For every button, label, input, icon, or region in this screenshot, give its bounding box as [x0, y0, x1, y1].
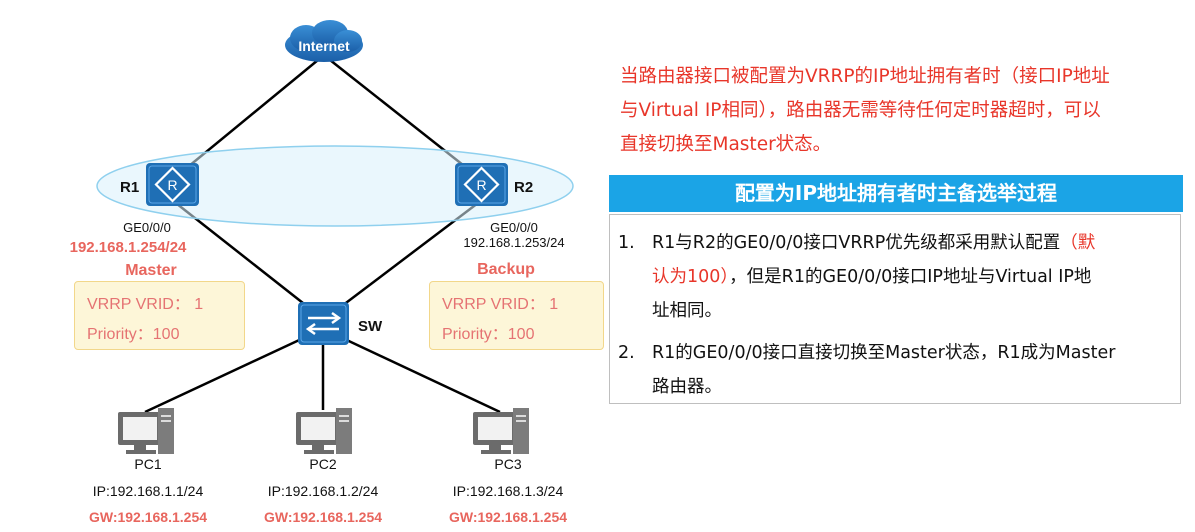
vrrp-vrid-right: VRRP VRID： 1 — [442, 296, 559, 313]
step-1-number: 1. — [618, 233, 635, 253]
pc2-icon — [296, 408, 352, 454]
switch-label: SW — [358, 318, 383, 335]
r1-name: R1 — [120, 179, 139, 196]
r2-name: R2 — [514, 179, 533, 196]
pc1-ip: IP:192.168.1.1/24 — [93, 483, 204, 499]
step-1-line-1-highlight: （默 — [1060, 233, 1096, 253]
vrrp-priority-left: Priority：100 — [87, 326, 180, 343]
step-2-number: 2. — [618, 343, 635, 363]
vrrp-group-ellipse — [96, 145, 574, 227]
vrrp-info-box-left: VRRP VRID： 1 Priority：100 — [74, 281, 245, 350]
step-2: 2. R1的GE0/0/0接口直接切换至Master状态，R1成为Master … — [618, 336, 1115, 404]
panel-title: 配置为IP地址拥有者时主备选举过程 — [609, 175, 1183, 212]
r1-ip: 192.168.1.254/24 — [70, 239, 187, 256]
link-r1-sw — [171, 199, 323, 319]
pc3-icon — [473, 408, 529, 454]
network-topology: Internet R R — [70, 20, 574, 525]
pc3-gw: GW:192.168.1.254 — [449, 509, 567, 525]
panel-box — [609, 214, 1181, 404]
r2-ip: 192.168.1.253/24 — [463, 235, 564, 250]
r1-port: GE0/0/0 — [123, 220, 171, 235]
step-1-line-2-highlight: 认为100） — [652, 267, 730, 287]
step-1-line-2-text: ，但是R1的GE0/0/0接口IP地址与Virtual IP地 — [729, 267, 1092, 287]
pc1-icon — [118, 408, 174, 454]
vrrp-info-box-right: VRRP VRID： 1 Priority：100 — [429, 281, 604, 350]
pc1-gw: GW:192.168.1.254 — [89, 509, 207, 525]
vrrp-priority-right: Priority：100 — [442, 326, 535, 343]
pc2-gw: GW:192.168.1.254 — [264, 509, 382, 525]
r2-port: GE0/0/0 — [490, 220, 538, 235]
vrrp-vrid-left: VRRP VRID： 1 — [87, 296, 204, 313]
svg-text:R: R — [167, 177, 177, 193]
pc2-ip: IP:192.168.1.2/24 — [268, 483, 379, 499]
step-2-line-2: 路由器。 — [652, 377, 722, 397]
step-2-line-1: R1的GE0/0/0接口直接切换至Master状态，R1成为Master — [652, 343, 1116, 363]
step-1: 1. R1与R2的GE0/0/0接口VRRP优先级都采用默认配置（默 认为100… — [618, 226, 1095, 328]
step-1-line-2: 认为100），但是R1的GE0/0/0接口IP地址与Virtual IP地 — [618, 260, 1095, 294]
r2-role: Backup — [477, 261, 535, 278]
link-sw-pc1 — [144, 333, 311, 414]
step-1-line-1: R1与R2的GE0/0/0接口VRRP优先级都采用默认配置（默 — [618, 226, 1095, 260]
intro-line-2: 与Virtual IP相同），路由器无需等待任何定时器超时，可以 — [620, 100, 1101, 121]
pc1-name: PC1 — [134, 456, 161, 472]
svg-text:R: R — [476, 177, 486, 193]
step-1-line-1-text: R1与R2的GE0/0/0接口VRRP优先级都采用默认配置 — [652, 233, 1061, 253]
switch-icon — [298, 302, 349, 345]
r1-role: Master — [125, 262, 177, 279]
pc3-ip: IP:192.168.1.3/24 — [453, 483, 564, 499]
internet-cloud-icon: Internet — [285, 20, 363, 62]
intro-line-1: 当路由器接口被配置为VRRP的IP地址拥有者时（接口IP地址 — [620, 66, 1110, 87]
router-r2-icon: R — [455, 163, 508, 206]
pc2-name: PC2 — [309, 456, 336, 472]
intro-text: 当路由器接口被配置为VRRP的IP地址拥有者时（接口IP地址 与Virtual … — [620, 60, 1180, 162]
internet-label: Internet — [298, 38, 350, 54]
link-sw-pc3 — [335, 333, 501, 414]
router-r1-icon: R — [146, 163, 199, 206]
intro-line-3: 直接切换至Master状态。 — [620, 134, 832, 155]
pc3-name: PC3 — [494, 456, 521, 472]
links — [144, 59, 501, 414]
step-1-line-3: 址相同。 — [652, 301, 722, 321]
